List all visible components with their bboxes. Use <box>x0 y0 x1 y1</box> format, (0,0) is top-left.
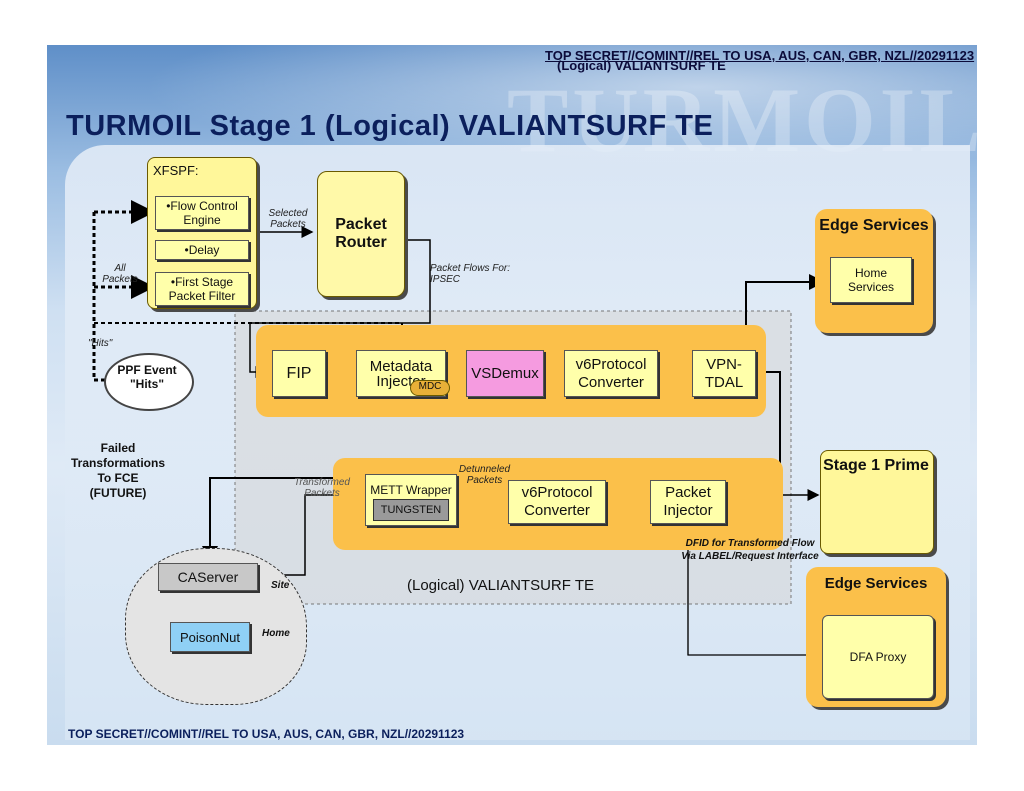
edge-services-2-label: Edge Services <box>824 575 928 592</box>
ppf-event-label: PPF Event "Hits" <box>117 363 177 391</box>
mdc-badge: MDC <box>410 380 450 396</box>
edge-services-1-label: Edge Services <box>819 217 929 234</box>
home-services-box: Home Services <box>830 257 912 303</box>
poisonnut-box: PoisonNut <box>170 622 250 652</box>
page-title: TURMOIL Stage 1 (Logical) VALIANTSURF TE <box>66 110 714 142</box>
stage1-prime-label: Stage 1 Prime <box>823 457 929 474</box>
flow-control-engine-box: •Flow Control Engine <box>155 196 249 230</box>
selected-packets-label: Selected Packets <box>268 208 308 230</box>
caserver-box: CAServer <box>158 563 258 591</box>
detunneled-packets-label: Detunneled Packets <box>458 464 511 486</box>
xfspf-label: XFSPF: <box>153 163 199 178</box>
vsdemux-box: VSDemux <box>466 350 544 397</box>
tungsten-box: TUNGSTEN <box>373 499 449 521</box>
packet-router-box: Packet Router <box>317 171 405 297</box>
classification-top-overlay: (Logical) VALIANTSURF TE <box>557 58 726 73</box>
first-stage-packet-filter-box: •First Stage Packet Filter <box>155 272 249 306</box>
dfa-proxy-box: DFA Proxy <box>822 615 934 699</box>
classification-bottom: TOP SECRET//COMINT//REL TO USA, AUS, CAN… <box>68 727 465 741</box>
fip-box: FIP <box>272 350 326 397</box>
classification-top: TOP SECRET//COMINT//REL TO USA, AUS, CAN… <box>545 48 975 63</box>
all-packets-label: All Packets <box>102 263 138 285</box>
transformed-packets-label: Transformed Packets <box>294 477 350 499</box>
v6protocol-converter-bottom-box: v6Protocol Converter <box>508 480 606 524</box>
packet-injector-box: Packet Injector <box>650 480 726 524</box>
ppf-event-cloud <box>104 353 194 411</box>
v6protocol-converter-top-box: v6Protocol Converter <box>564 350 658 397</box>
hits-label: "Hits" <box>88 338 113 349</box>
packet-flows-label: Packet Flows For: IPSEC <box>430 263 511 285</box>
failed-transformations-label: Failed Transformations To FCE (FUTURE) <box>70 441 166 500</box>
logical-te-label: (Logical) VALIANTSURF TE <box>407 577 594 594</box>
vpn-tdal-box: VPN-TDAL <box>692 350 756 397</box>
site-label: Site <box>271 580 290 591</box>
delay-box: •Delay <box>155 240 249 260</box>
stage1-prime-box <box>820 450 934 554</box>
home-label: Home <box>262 628 290 639</box>
dfid-label: DFID for Transformed Flow Via LABEL/Requ… <box>681 538 819 562</box>
